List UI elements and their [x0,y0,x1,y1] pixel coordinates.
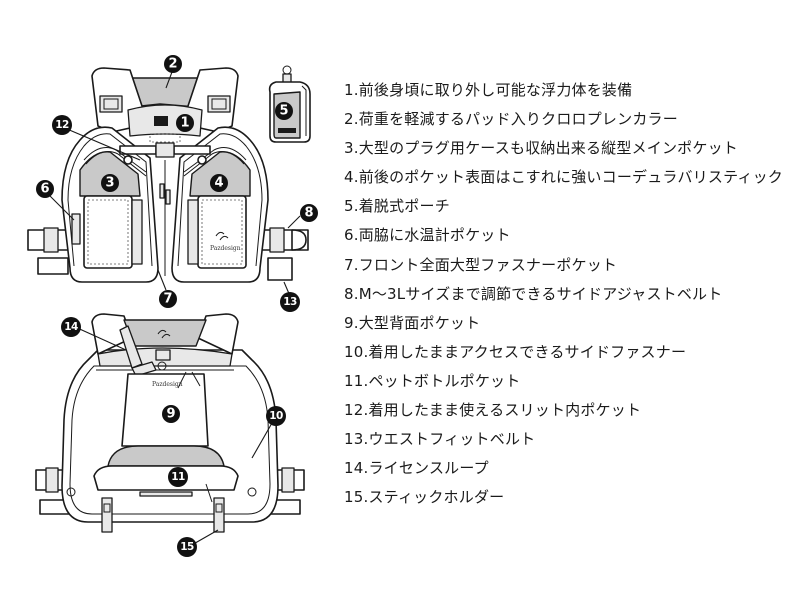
callout-10: 10 [266,406,286,426]
legend-item-3: 3.大型のプラグ用ケースも収納出来る縦型メインポケット [344,139,738,158]
legend-item-2: 2.荷重を軽減するパッド入りクロロプレンカラー [344,110,678,129]
legend-item-14: 14.ライセンスループ [344,459,489,478]
svg-text:14: 14 [64,321,78,333]
svg-text:2: 2 [168,57,177,72]
legend-item-12: 12.着用したまま使えるスリット内ポケット [344,401,642,420]
callout-12: 12 [52,115,72,135]
svg-text:12: 12 [55,119,69,131]
legend-item-10: 10.着用したままアクセスできるサイドファスナー [344,342,687,361]
feature-legend: 1.前後身頃に取り外し可能な浮力体を装備 2.荷重を軽減するパッド入りクロロプレ… [344,76,800,512]
svg-text:3: 3 [105,176,114,191]
legend-item-6: 6.両脇に水温計ポケット [344,226,511,245]
svg-text:6: 6 [40,182,49,197]
vest-back-view: Pazdesign [35,313,305,533]
side-adjust-belt-left [27,227,77,275]
svg-text:1: 1 [180,116,189,131]
legend-item-15: 15.スティックホルダー [344,488,505,507]
svg-text:10: 10 [269,410,283,422]
svg-text:11: 11 [171,471,185,483]
leader-lines [46,71,301,547]
callout-14: 14 [61,317,81,337]
callout-4: 4 [210,174,228,192]
callout-5: 5 [275,102,293,120]
detachable-pouch [268,65,311,143]
callout-9: 9 [162,405,180,423]
brand-logo-text: Pazdesign [210,245,241,252]
vest-illustration: Pazdesign [27,55,318,557]
legend-item-7: 7.フロント全面大型ファスナーポケット [344,255,618,274]
callout-7: 7 [159,290,177,308]
legend-item-5: 5.着脱式ポーチ [344,197,450,216]
svg-text:9: 9 [166,407,175,422]
legend-item-13: 13.ウエストフィットベルト [344,430,536,449]
callout-2: 2 [164,55,182,73]
svg-text:13: 13 [283,296,297,308]
svg-text:4: 4 [214,176,223,191]
callout-11: 11 [168,467,188,487]
callout-6: 6 [36,180,54,198]
callout-8: 8 [300,204,318,222]
legend-item-9: 9.大型背面ポケット [344,313,481,332]
legend-item-1: 1.前後身頃に取り外し可能な浮力体を装備 [344,81,633,99]
svg-text:7: 7 [163,292,172,307]
legend-item-8: 8.M～3Lサイズまで調節できるサイドアジャストベルト [344,284,723,303]
vest-front-view: Pazdesign [27,67,309,283]
callout-3: 3 [101,174,119,192]
side-adjust-belt-right [257,227,309,281]
brand-label [154,116,168,126]
callout-13: 13 [280,292,300,312]
svg-text:5: 5 [279,104,288,119]
legend-item-4: 4.前後のポケット表面はこすれに強いコーデュラバリスティック [344,168,783,187]
callout-1: 1 [176,114,194,132]
svg-text:Pazdesign: Pazdesign [152,381,183,388]
callout-15: 15 [177,537,197,557]
svg-text:15: 15 [180,541,194,553]
legend-item-11: 11.ペットボトルポケット [344,371,521,390]
svg-text:8: 8 [304,206,313,221]
